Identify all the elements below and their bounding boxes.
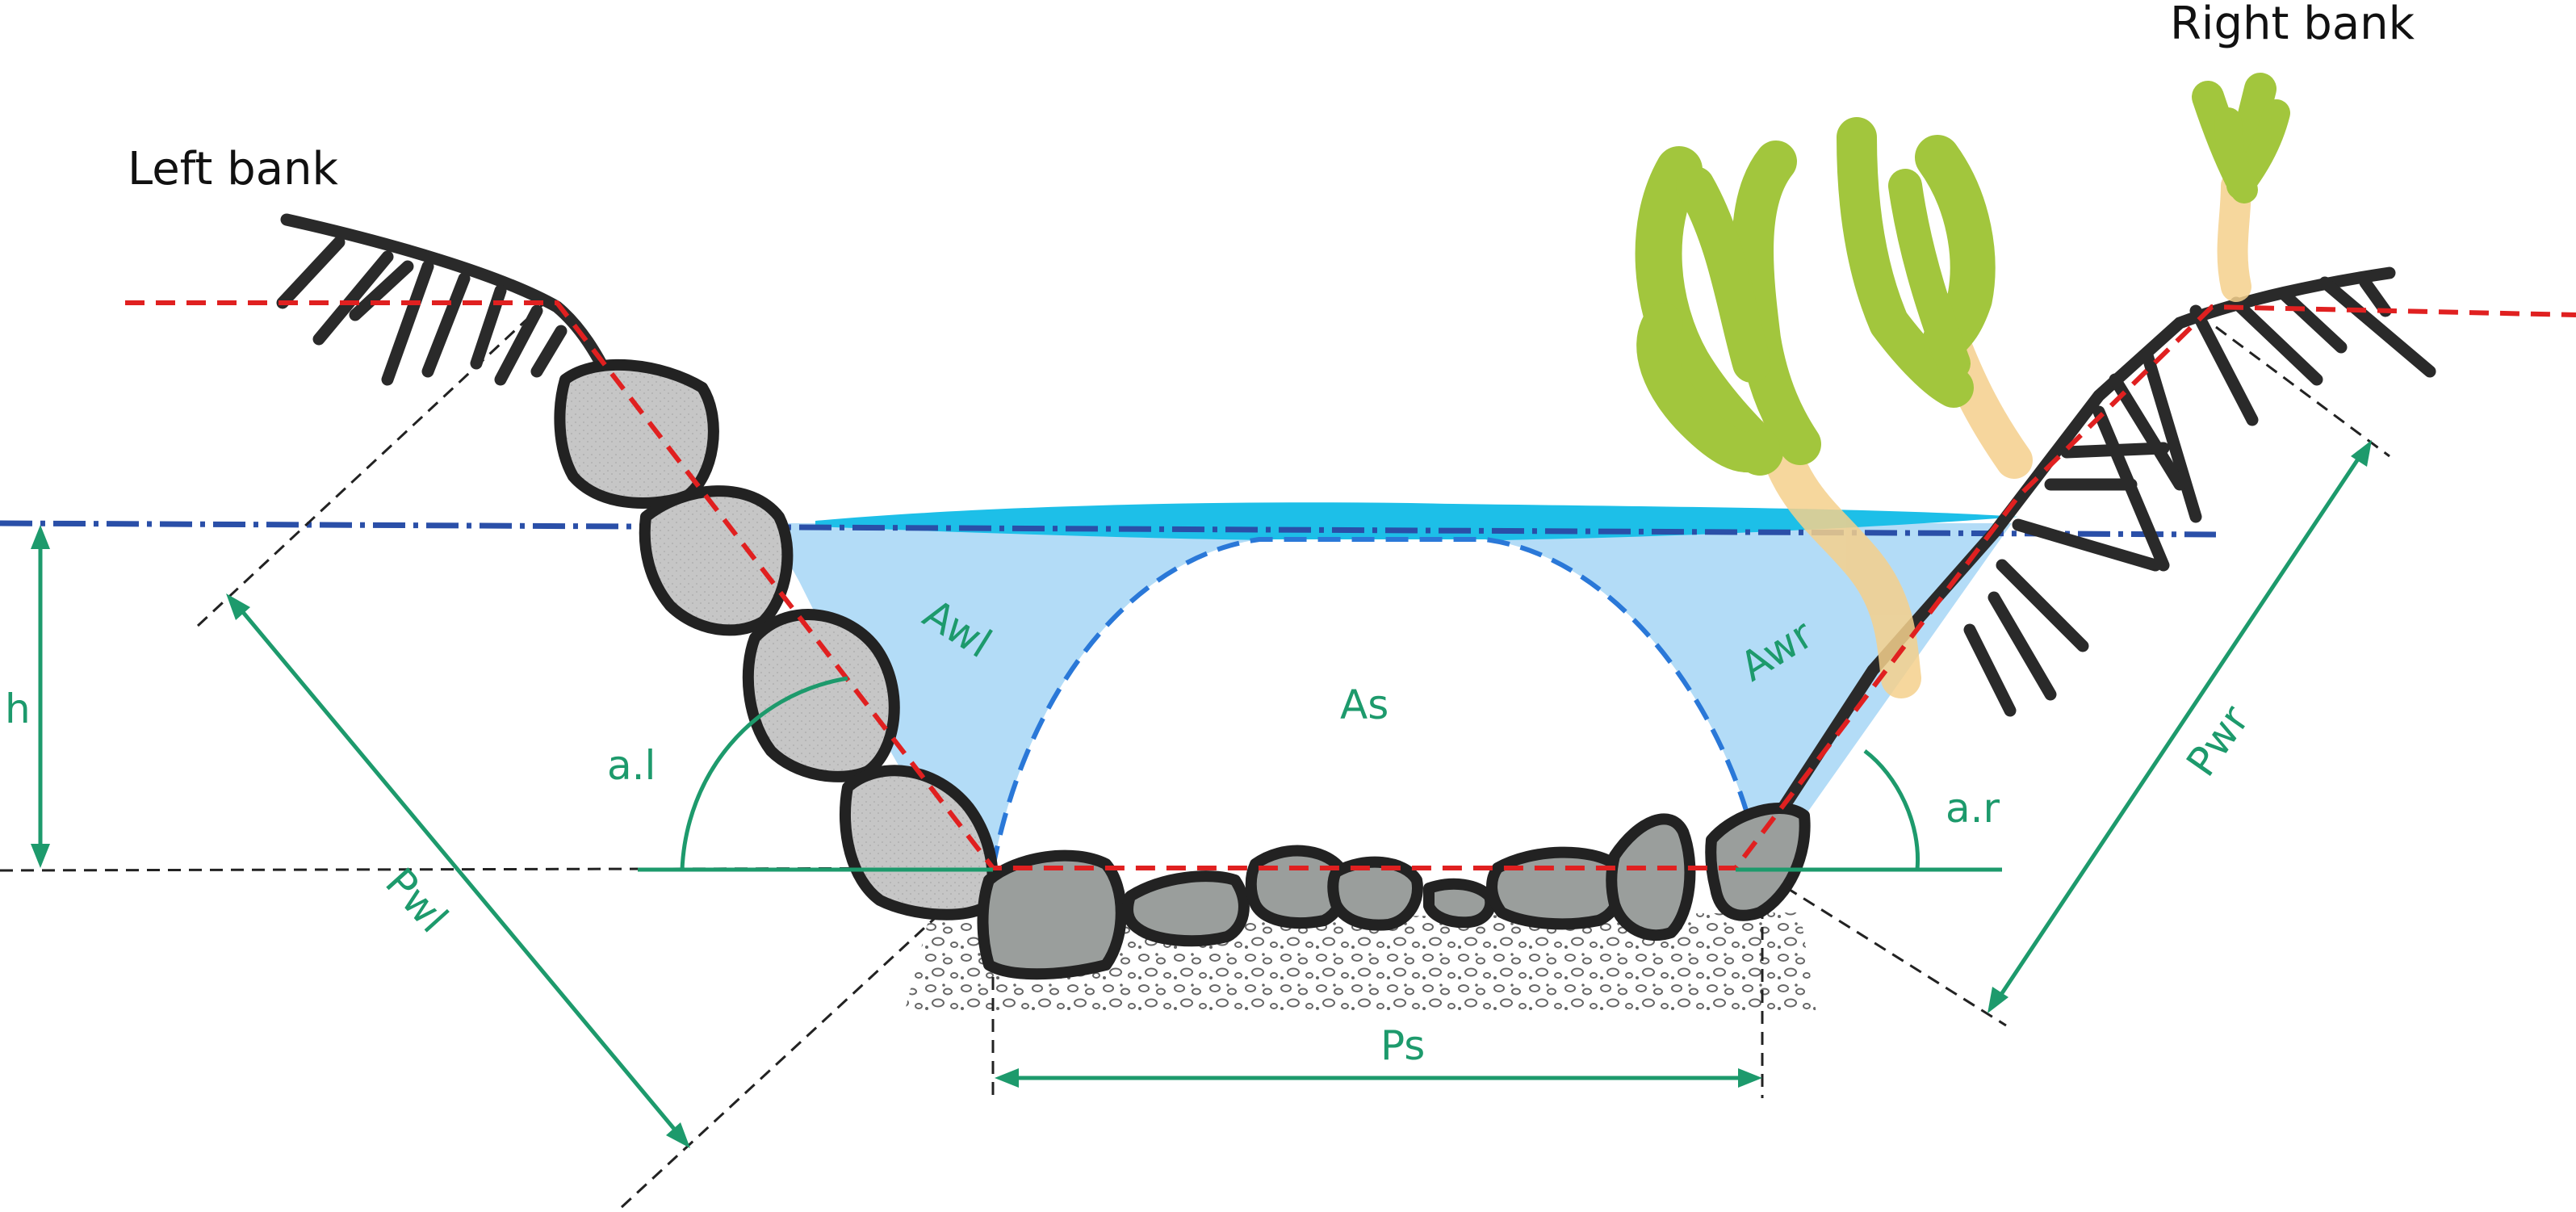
angle-right-label: a.r (1946, 785, 2000, 832)
pwl-guide-bottom (620, 870, 986, 1209)
rock (1122, 870, 1250, 947)
rock (742, 609, 900, 782)
left-bank-hatching (276, 213, 616, 386)
ps-dimension (995, 1068, 1762, 1088)
angle-left-arc (680, 676, 848, 870)
bed-rocks (977, 803, 1811, 980)
rock (554, 359, 719, 509)
rock (1606, 813, 1696, 942)
rock (639, 485, 794, 636)
rock (1423, 878, 1497, 929)
ps-label: Ps (1380, 1022, 1425, 1069)
left-bank-label: Left bank (128, 143, 339, 195)
angle-right-arc (1863, 749, 1920, 870)
pwr-guide-top (2215, 325, 2390, 458)
gravel-bed (904, 912, 1816, 1013)
angle-left-label: a.l (607, 742, 656, 789)
as-label: As (1340, 681, 1389, 728)
as-boundary-line (991, 537, 1750, 869)
rock (1486, 846, 1627, 930)
right-bank-hatching (1745, 266, 2436, 862)
pwl-dimension (226, 593, 690, 1148)
pwr-guide-bottom (1767, 874, 2007, 1027)
pwr-dimension (1987, 440, 2372, 1013)
rock (977, 849, 1127, 980)
h-label: h (5, 686, 31, 732)
water-level-line (0, 520, 2217, 538)
right-bank-label: Right bank (2170, 0, 2415, 50)
pwl-guide-top (196, 297, 551, 627)
rock (1705, 803, 1811, 921)
as-region (993, 539, 1748, 868)
pwl-label: Pwl (376, 859, 457, 942)
rock (1327, 856, 1423, 931)
h-dimension (31, 525, 50, 868)
vegetation-leaves (1635, 73, 2290, 476)
